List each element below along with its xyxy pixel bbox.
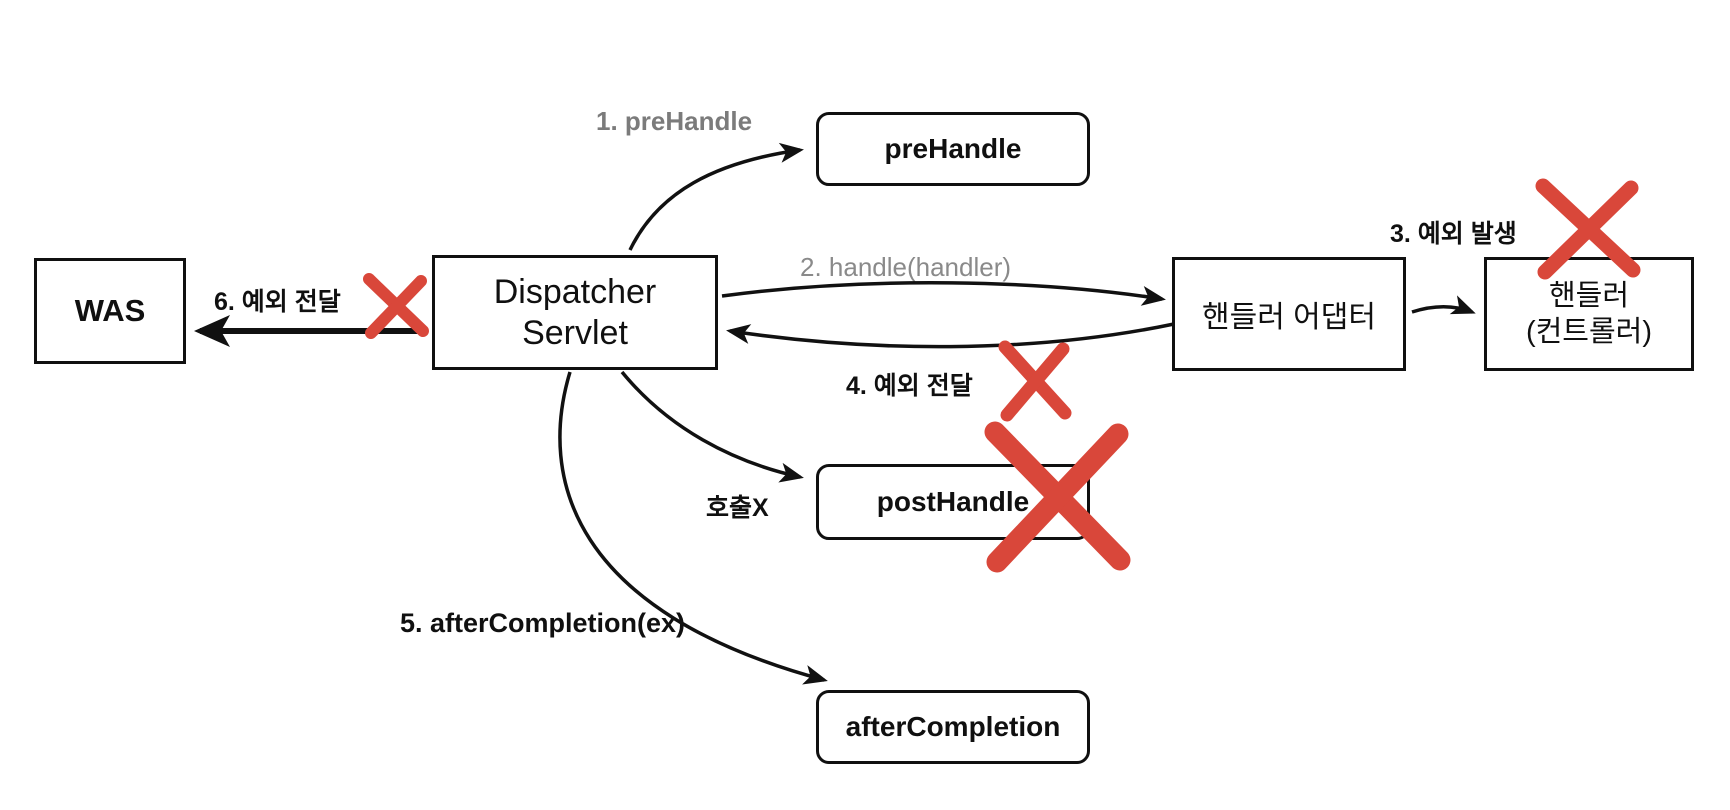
aftercompletion-box: afterCompletion	[816, 690, 1090, 764]
arrow-posthandle-not-called	[620, 370, 804, 483]
handler-adapter-label: 핸들러 어댑터	[1202, 301, 1376, 334]
arrow-step2-handle	[721, 281, 1166, 306]
arrow-adapter-to-handler	[1411, 295, 1476, 315]
aftercompletion-label: afterCompletion	[845, 711, 1061, 742]
dispatcher-servlet-box: Dispatcher Servlet	[432, 255, 718, 370]
handler-label-line1: 핸들러	[1548, 279, 1630, 312]
x-mark-step6	[363, 273, 429, 339]
arrow-step1-prehandle	[628, 142, 804, 251]
label-no-call: 호출X	[706, 494, 769, 522]
label-step6-exception-pass: 6. 예외 전달	[214, 288, 341, 316]
posthandle-label: postHandle	[876, 486, 1030, 517]
prehandle-box: preHandle	[816, 112, 1090, 186]
handler-box: 핸들러 (컨트롤러)	[1484, 257, 1694, 371]
label-step4-exception-pass: 4. 예외 전달	[846, 372, 973, 400]
label-step2-handle: 2. handle(handler)	[800, 252, 1012, 282]
prehandle-label: preHandle	[884, 133, 1022, 164]
x-mark-step4	[998, 340, 1072, 422]
arrow-step4-exception-return	[726, 322, 1175, 349]
was-box: WAS	[34, 258, 186, 364]
dispatcher-servlet-label-line2: Servlet	[522, 313, 628, 352]
handler-adapter-box: 핸들러 어댑터	[1172, 257, 1406, 371]
posthandle-box: postHandle	[816, 464, 1090, 540]
dispatcher-servlet-label-line1: Dispatcher	[493, 272, 657, 311]
label-step1-prehandle: 1. preHandle	[596, 106, 753, 136]
handler-label-line2: (컨트롤러)	[1525, 316, 1653, 348]
label-step3-exception-occurs: 3. 예외 발생	[1390, 220, 1517, 248]
label-step5-aftercompletion: 5. afterCompletion(ex)	[400, 608, 686, 638]
was-label: WAS	[74, 293, 146, 328]
